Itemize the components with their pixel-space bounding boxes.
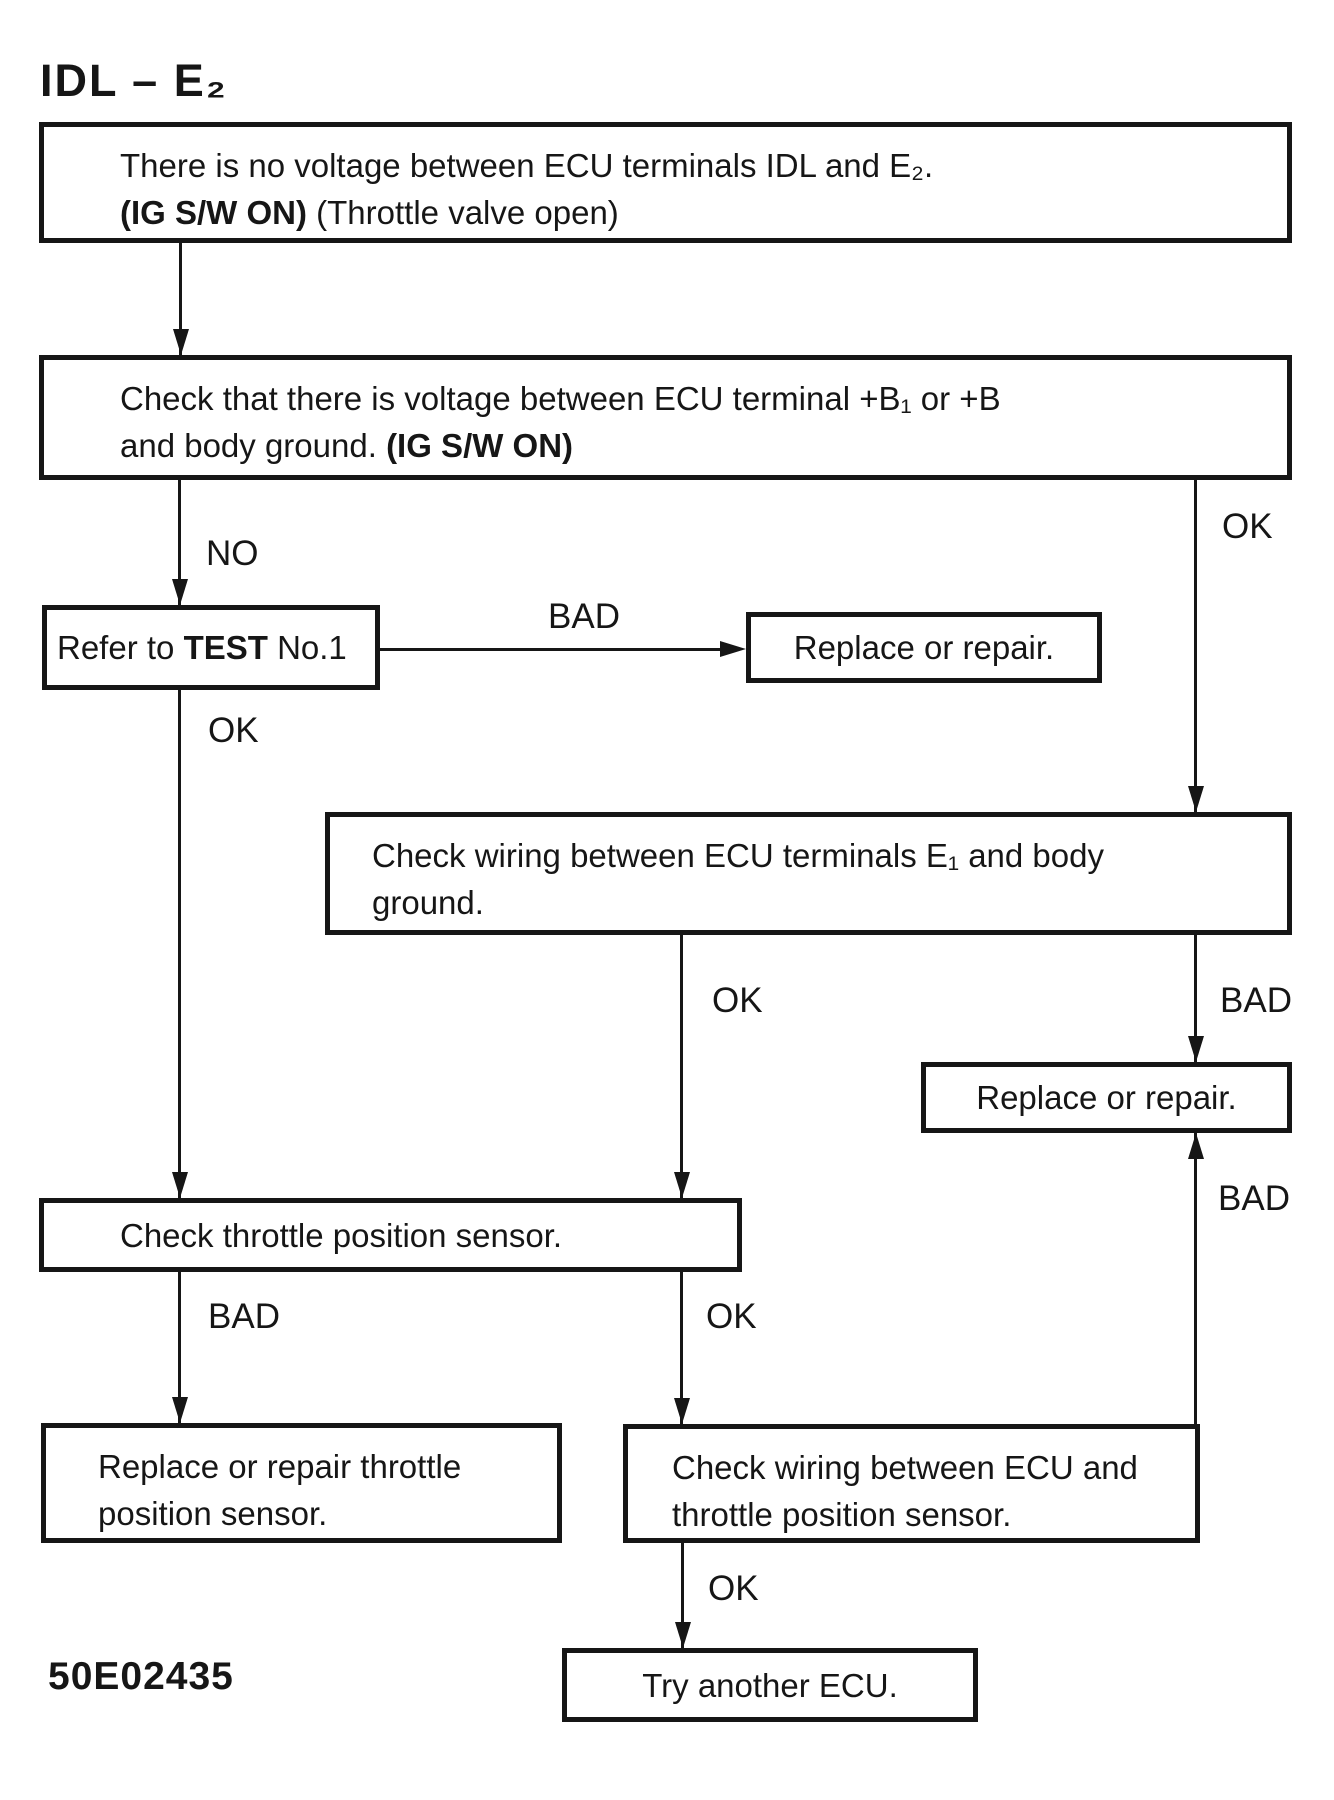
line <box>380 648 726 651</box>
line <box>179 243 182 355</box>
node-check-tps-text: Check throttle position sensor. <box>120 1216 563 1254</box>
node-replace-1-text: Replace or repair. <box>793 629 1055 666</box>
page-title: IDL – E₂ <box>40 55 228 106</box>
refer-pre: Refer to <box>57 629 175 666</box>
arrowhead <box>172 579 188 605</box>
arrowhead <box>1188 786 1204 812</box>
edge-label-ok: OK <box>708 1569 759 1608</box>
node-replace-or-repair-2: Replace or repair. <box>921 1062 1292 1133</box>
node-replace-tps-line2: position sensor. <box>98 1495 328 1532</box>
line <box>680 1272 683 1424</box>
arrowhead <box>172 1172 188 1198</box>
node-replace-or-repair-1: Replace or repair. <box>746 612 1102 683</box>
line <box>178 480 181 605</box>
node-replace-throttle-sensor: Replace or repair throttle position sens… <box>41 1423 562 1543</box>
refer-post: No.1 <box>277 629 347 666</box>
node-check-b-line1: Check that there is voltage between ECU … <box>120 380 1001 417</box>
node-problem: There is no voltage between ECU terminal… <box>39 122 1292 243</box>
node-replace-tps-line1: Replace or repair throttle <box>98 1448 462 1485</box>
edge-label-bad: BAD <box>208 1297 280 1336</box>
throttle-open-note: (Throttle valve open) <box>316 194 619 231</box>
figure-code: 50E02435 <box>48 1655 234 1698</box>
line <box>178 690 181 1198</box>
refer-bold: TEST <box>183 629 268 666</box>
node-refer-test: Refer to TEST No.1 <box>42 605 380 690</box>
edge-label-bad: BAD <box>548 597 620 636</box>
node-replace-2-text: Replace or repair. <box>976 1079 1237 1116</box>
line <box>178 1272 181 1423</box>
node-wiring-e1-line2: ground. <box>372 884 484 921</box>
body-ground-text: and body ground. <box>120 427 377 464</box>
arrowhead <box>1188 1133 1204 1159</box>
edge-label-ok: OK <box>208 711 259 750</box>
node-wiring-tps-line2: throttle position sensor. <box>672 1496 1012 1533</box>
line <box>1194 935 1197 1062</box>
node-try-another-ecu: Try another ECU. <box>562 1648 978 1722</box>
arrowhead <box>675 1622 691 1648</box>
node-check-b-voltage: Check that there is voltage between ECU … <box>39 355 1292 480</box>
ig-sw-on-bold: (IG S/W ON) <box>120 194 307 231</box>
edge-label-ok: OK <box>706 1297 757 1336</box>
node-problem-line2: (IG S/W ON) (Throttle valve open) <box>120 189 1287 236</box>
node-problem-line1: There is no voltage between ECU terminal… <box>120 147 934 184</box>
line <box>680 935 683 1198</box>
node-check-wiring-e1: Check wiring between ECU terminals E₁ an… <box>325 812 1292 935</box>
node-refer-test-text: Refer to TEST No.1 <box>57 624 375 671</box>
node-wiring-tps-line1: Check wiring between ECU and <box>672 1449 1138 1486</box>
line <box>1194 1133 1197 1424</box>
arrowhead <box>720 641 746 657</box>
arrowhead <box>674 1172 690 1198</box>
arrowhead <box>1188 1036 1204 1062</box>
edge-label-no: NO <box>206 534 259 573</box>
edge-label-ok: OK <box>1222 507 1273 546</box>
node-check-b-line2: and body ground. (IG S/W ON) <box>120 422 1287 469</box>
edge-label-bad: BAD <box>1218 1179 1290 1218</box>
line <box>681 1543 684 1648</box>
node-wiring-e1-line1: Check wiring between ECU terminals E₁ an… <box>372 837 1104 874</box>
edge-label-bad: BAD <box>1220 981 1292 1020</box>
ig-sw-on-bold: (IG S/W ON) <box>386 427 574 464</box>
line <box>1194 480 1197 812</box>
arrowhead <box>173 329 189 355</box>
node-try-ecu-text: Try another ECU. <box>642 1666 898 1704</box>
node-check-wiring-tps: Check wiring between ECU and throttle po… <box>623 1424 1200 1543</box>
arrowhead <box>674 1398 690 1424</box>
arrowhead <box>172 1397 188 1423</box>
node-check-throttle-sensor: Check throttle position sensor. <box>39 1198 742 1272</box>
edge-label-ok: OK <box>712 981 763 1020</box>
